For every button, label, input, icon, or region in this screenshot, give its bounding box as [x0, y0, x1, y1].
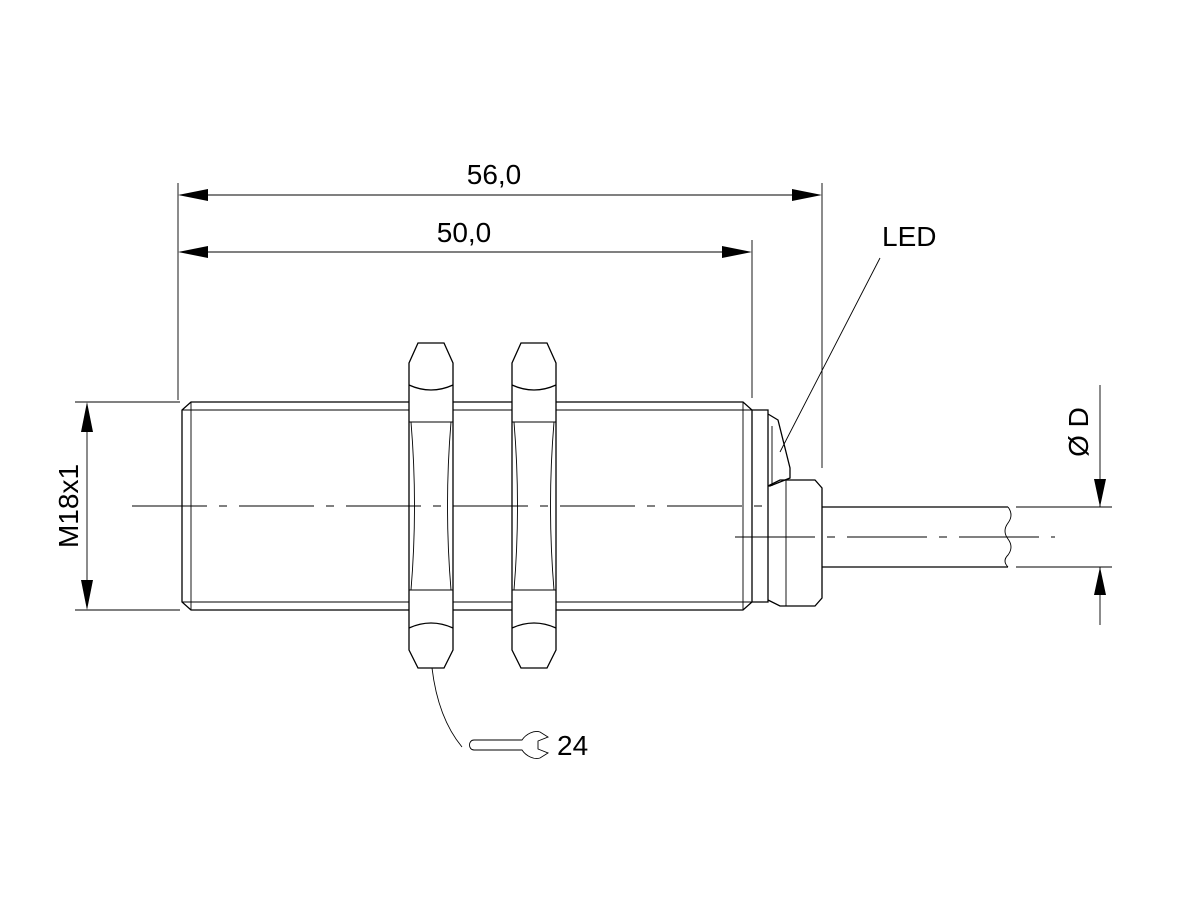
wrench-icon — [469, 731, 549, 759]
led-callout: LED — [779, 221, 936, 453]
led-label: LED — [882, 221, 936, 252]
overall-length-label: 56,0 — [467, 159, 522, 190]
wrench-callout: 24 — [431, 667, 588, 761]
thread-label: M18x1 — [53, 464, 84, 548]
dimension-overall-length: 56,0 — [177, 159, 823, 468]
lock-nut-1 — [408, 342, 454, 669]
lock-nut-2 — [511, 342, 557, 669]
dimension-cable-diameter: Ø D — [1016, 385, 1112, 625]
rear-cap — [752, 409, 823, 607]
dimension-body-length: 50,0 — [178, 217, 753, 398]
dimension-thread: M18x1 — [53, 401, 180, 611]
wrench-size-label: 24 — [557, 730, 588, 761]
body-length-label: 50,0 — [437, 217, 492, 248]
cable-diameter-label: Ø D — [1063, 407, 1094, 457]
cable — [822, 506, 1012, 568]
